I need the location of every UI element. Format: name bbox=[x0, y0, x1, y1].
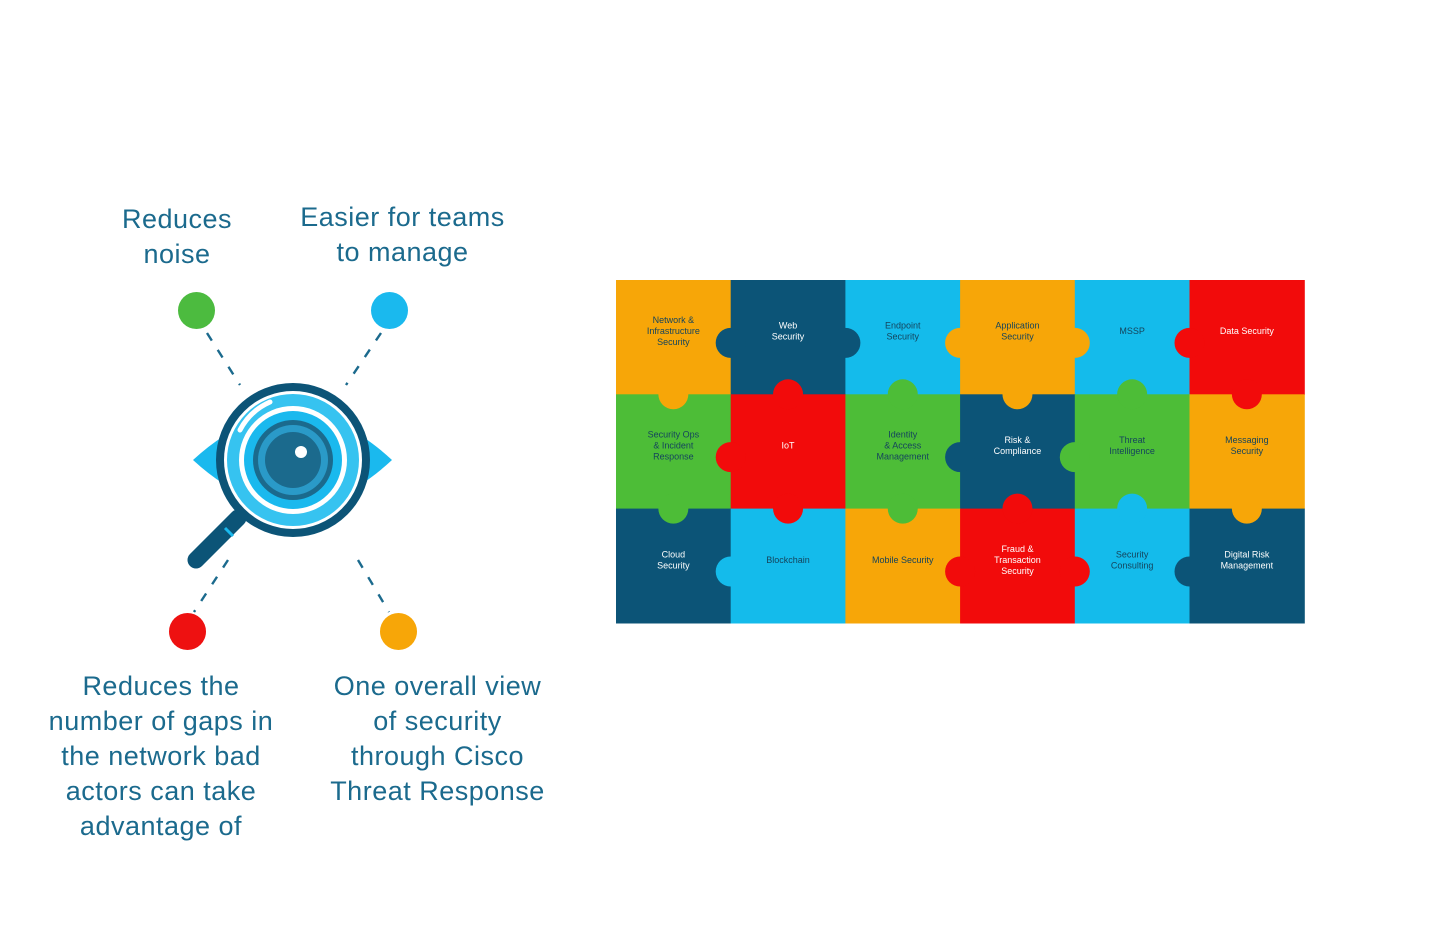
puzzle-knob bbox=[1059, 442, 1090, 473]
puzzle-knob bbox=[1231, 379, 1262, 410]
puzzle-knob bbox=[945, 556, 976, 587]
puzzle-label-mssp: MSSP bbox=[1119, 326, 1145, 336]
benefit-line: actors can take bbox=[65, 776, 257, 806]
puzzle-piece-mobile-security bbox=[845, 508, 961, 624]
puzzle-piece-blockchain bbox=[730, 508, 846, 624]
puzzle-knob bbox=[1231, 493, 1262, 524]
puzzle-piece-threat-intelligence bbox=[1074, 394, 1191, 510]
benefit-reduces-gaps: Reduces the number of gaps in the networ… bbox=[25, 669, 297, 844]
puzzle-knob bbox=[1002, 493, 1033, 524]
benefit-line: noise bbox=[143, 239, 211, 269]
blue-dot bbox=[371, 292, 408, 329]
orange-dot bbox=[380, 613, 417, 650]
puzzle-label-mobile-security: Mobile Security bbox=[872, 555, 934, 565]
puzzle-piece-identity-access-management bbox=[845, 394, 961, 510]
puzzle-knob bbox=[1174, 556, 1205, 587]
puzzle-piece-data-security bbox=[1189, 280, 1305, 395]
puzzle-knob bbox=[1059, 556, 1090, 587]
green-dot bbox=[178, 292, 215, 329]
puzzle-knob bbox=[715, 442, 746, 473]
puzzle-label-blockchain: Blockchain bbox=[766, 555, 810, 565]
puzzle-piece-security-consulting bbox=[1074, 508, 1191, 624]
benefit-line: advantage of bbox=[79, 811, 243, 841]
puzzle-label-iot: IoT bbox=[782, 440, 796, 450]
puzzle-label-risk-compliance: Risk &Compliance bbox=[994, 435, 1042, 456]
benefit-easier-for-teams: Easier for teams to manage bbox=[270, 200, 535, 270]
puzzle-knob bbox=[1117, 379, 1148, 410]
puzzle-piece-risk-compliance bbox=[960, 394, 1076, 510]
puzzle-piece-cloud-security bbox=[616, 508, 732, 624]
puzzle-knob bbox=[830, 327, 861, 358]
benefit-line: Reduces the bbox=[82, 671, 240, 701]
puzzle-knob bbox=[658, 493, 689, 524]
benefit-line: to manage bbox=[336, 237, 469, 267]
puzzle-piece-web-security bbox=[730, 280, 846, 395]
puzzle-knob bbox=[658, 379, 689, 410]
puzzle-piece-mssp bbox=[1074, 280, 1191, 395]
benefit-line: Reduces bbox=[121, 204, 233, 234]
puzzle-knob bbox=[1117, 493, 1148, 524]
puzzle-knob bbox=[1059, 327, 1090, 358]
benefit-line: through Cisco bbox=[350, 741, 525, 771]
puzzle-knob bbox=[773, 493, 804, 524]
benefit-line: the network bad bbox=[61, 741, 261, 771]
puzzle-piece-fraud-transaction-security bbox=[960, 508, 1076, 624]
benefit-one-overall-view: One overall view of security through Cis… bbox=[305, 669, 570, 809]
puzzle-knob bbox=[715, 556, 746, 587]
benefit-line: One overall view bbox=[333, 671, 542, 701]
puzzle-piece-security-ops-incident-response bbox=[616, 394, 732, 510]
benefit-line: of security bbox=[373, 706, 502, 736]
puzzle-knob bbox=[887, 493, 918, 524]
puzzle-piece-application-security bbox=[960, 280, 1076, 395]
puzzle-knob bbox=[945, 442, 976, 473]
puzzle-piece-iot bbox=[730, 394, 846, 510]
puzzle-knob bbox=[715, 327, 746, 358]
puzzle-piece-messaging-security bbox=[1189, 394, 1305, 510]
puzzle-knob bbox=[773, 379, 804, 410]
benefit-line: number of gaps in bbox=[48, 706, 274, 736]
puzzle-label-data-security: Data Security bbox=[1220, 326, 1275, 336]
puzzle-piece-endpoint-security bbox=[845, 280, 961, 395]
benefit-line: Threat Response bbox=[330, 776, 545, 806]
benefit-reduces-noise: Reduces noise bbox=[92, 202, 262, 272]
puzzle-knob bbox=[945, 327, 976, 358]
puzzle-knob bbox=[887, 379, 918, 410]
red-dot bbox=[169, 613, 206, 650]
puzzle-knob bbox=[1174, 327, 1205, 358]
puzzle-piece-digital-risk-management bbox=[1189, 508, 1305, 624]
puzzle-piece-network-infrastructure-security bbox=[616, 280, 732, 395]
benefit-line: Easier for teams bbox=[300, 202, 505, 232]
puzzle-knob bbox=[1002, 379, 1033, 410]
